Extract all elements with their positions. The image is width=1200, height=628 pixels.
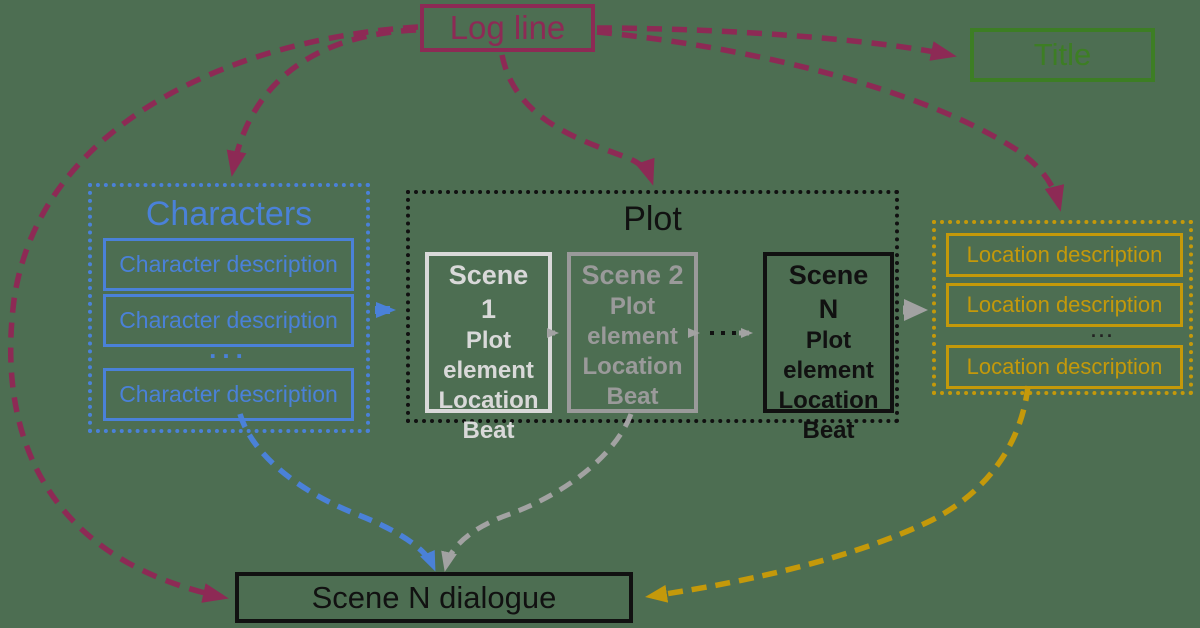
arrow-logline-to-plot xyxy=(499,54,655,186)
character-description-label: Character description xyxy=(119,381,338,407)
title-label: Title xyxy=(1033,37,1092,72)
arrow-logline-to-title xyxy=(596,25,957,61)
locations-panel: Location description Location descriptio… xyxy=(932,220,1193,395)
location-description-label: Location description xyxy=(966,242,1163,267)
characters-panel: Characters Character description Charact… xyxy=(88,183,370,433)
characters-heading: Characters xyxy=(145,195,313,233)
scene-n-box: Scene N Plot element Location Beat xyxy=(763,252,894,444)
log-line-label: Log line xyxy=(449,9,566,46)
location-description-label: Location description xyxy=(966,354,1163,379)
scene-n-dialogue-box: Scene N dialogue xyxy=(235,572,633,623)
characters-ellipsis: ... xyxy=(209,334,249,364)
scene-attribute: element xyxy=(587,323,678,350)
scene-attribute: Location xyxy=(778,387,879,414)
scene-attribute: Plot xyxy=(465,327,512,354)
character-description-box: Character description xyxy=(103,238,354,291)
locations-ellipsis: ... xyxy=(1091,321,1116,341)
scene-attribute: Location xyxy=(582,353,683,380)
scene-attribute: Beat xyxy=(802,417,855,444)
log-line-box: Log line xyxy=(420,4,595,52)
scene-2-box: Scene 2 Plot element Location Beat xyxy=(567,252,698,413)
location-description-box: Location description xyxy=(946,283,1183,327)
scene-2-name: Scene 2 xyxy=(581,260,684,290)
character-description-box: Character description xyxy=(103,368,354,421)
scene-n-dialogue-label: Scene N dialogue xyxy=(311,579,557,615)
scene-attribute: Beat xyxy=(462,417,515,444)
location-description-box: Location description xyxy=(946,233,1183,277)
title-box: Title xyxy=(970,28,1155,82)
location-description-box: Location description xyxy=(946,345,1183,389)
character-description-label: Character description xyxy=(119,307,338,333)
arrow-logline-to-characters xyxy=(226,27,417,177)
scene-1-name: Scene 1 xyxy=(448,260,529,324)
location-description-label: Location description xyxy=(966,292,1163,317)
scene-attribute: Plot xyxy=(805,327,852,354)
plot-heading: Plot xyxy=(623,200,682,238)
scene-attribute: Location xyxy=(438,387,539,414)
scene-n-name: Scene N xyxy=(788,260,869,324)
arrow-characters-to-dialogue xyxy=(237,413,436,572)
scene-1-box: Scene 1 Plot element Location Beat xyxy=(425,252,552,444)
character-description-label: Character description xyxy=(119,251,338,277)
scene-attribute: element xyxy=(443,357,534,384)
scene-attribute: element xyxy=(783,357,874,384)
plot-panel: Plot Scene 1 Plot element Location Beat … xyxy=(406,190,899,444)
scene-attribute: Plot xyxy=(609,293,656,320)
scene-attribute: Beat xyxy=(606,383,659,410)
